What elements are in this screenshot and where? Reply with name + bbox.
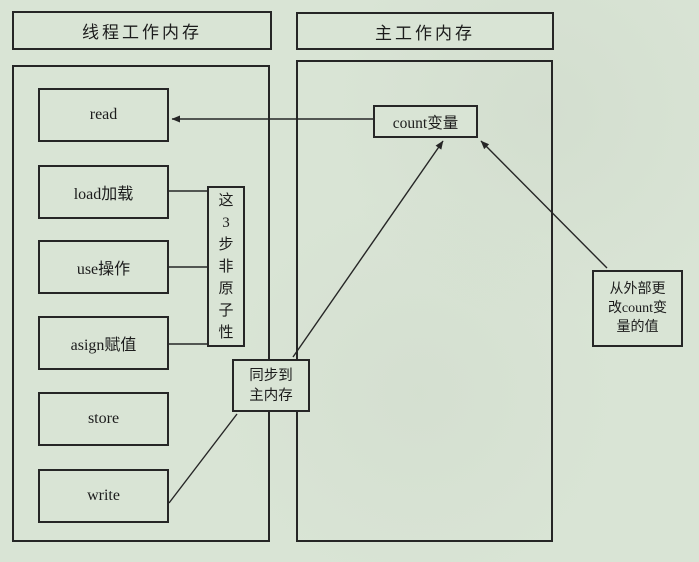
external-note-line: 量的值 [616,320,659,335]
main-memory-title-label: 主工作内存 [375,23,475,43]
non-atomic-char: 性 [218,324,234,341]
thread-memory-title: 线程工作内存 [12,11,272,50]
non-atomic-char: 原 [218,280,234,297]
op-box-write: write [38,469,169,523]
thread-memory-container [12,65,270,542]
main-memory-container [296,60,553,542]
external-change-note: 从外部更 改count变 量的值 [592,270,683,347]
op-box-read: read [38,88,169,142]
external-note-line: 从外部更 [609,282,666,297]
op-box-use: use操作 [38,240,169,294]
op-read-label: read [89,106,118,123]
non-atomic-char: 子 [218,302,234,319]
sync-to-main-note: 同步到 主内存 [232,359,310,412]
op-asign-label: asign赋值 [70,337,137,354]
arrow-external-to-count [480,140,608,269]
op-use-label: use操作 [76,261,131,278]
count-variable-box: count变量 [373,105,478,138]
arrow-sync-to-count [292,140,444,358]
non-atomic-char: 非 [218,258,234,275]
non-atomic-note: 这 3 步 非 原 子 性 [207,186,245,347]
external-note-line: 改count变 [607,301,668,316]
op-store-label: store [87,410,120,427]
sync-note-line: 主内存 [249,387,293,404]
connector-write-sync [168,413,238,504]
op-load-label: load加载 [73,186,134,203]
thread-memory-title-label: 线程工作内存 [82,23,202,42]
sync-note-line: 同步到 [249,367,293,384]
main-memory-title: 主工作内存 [296,12,554,50]
non-atomic-char: 步 [218,236,234,253]
op-box-load: load加载 [38,165,169,219]
non-atomic-char: 3 [222,214,230,231]
op-write-label: write [87,487,120,504]
op-box-asign: asign赋值 [38,316,169,370]
op-box-store: store [38,392,169,446]
non-atomic-char: 这 [218,192,234,209]
count-variable-label: count变量 [392,114,459,132]
